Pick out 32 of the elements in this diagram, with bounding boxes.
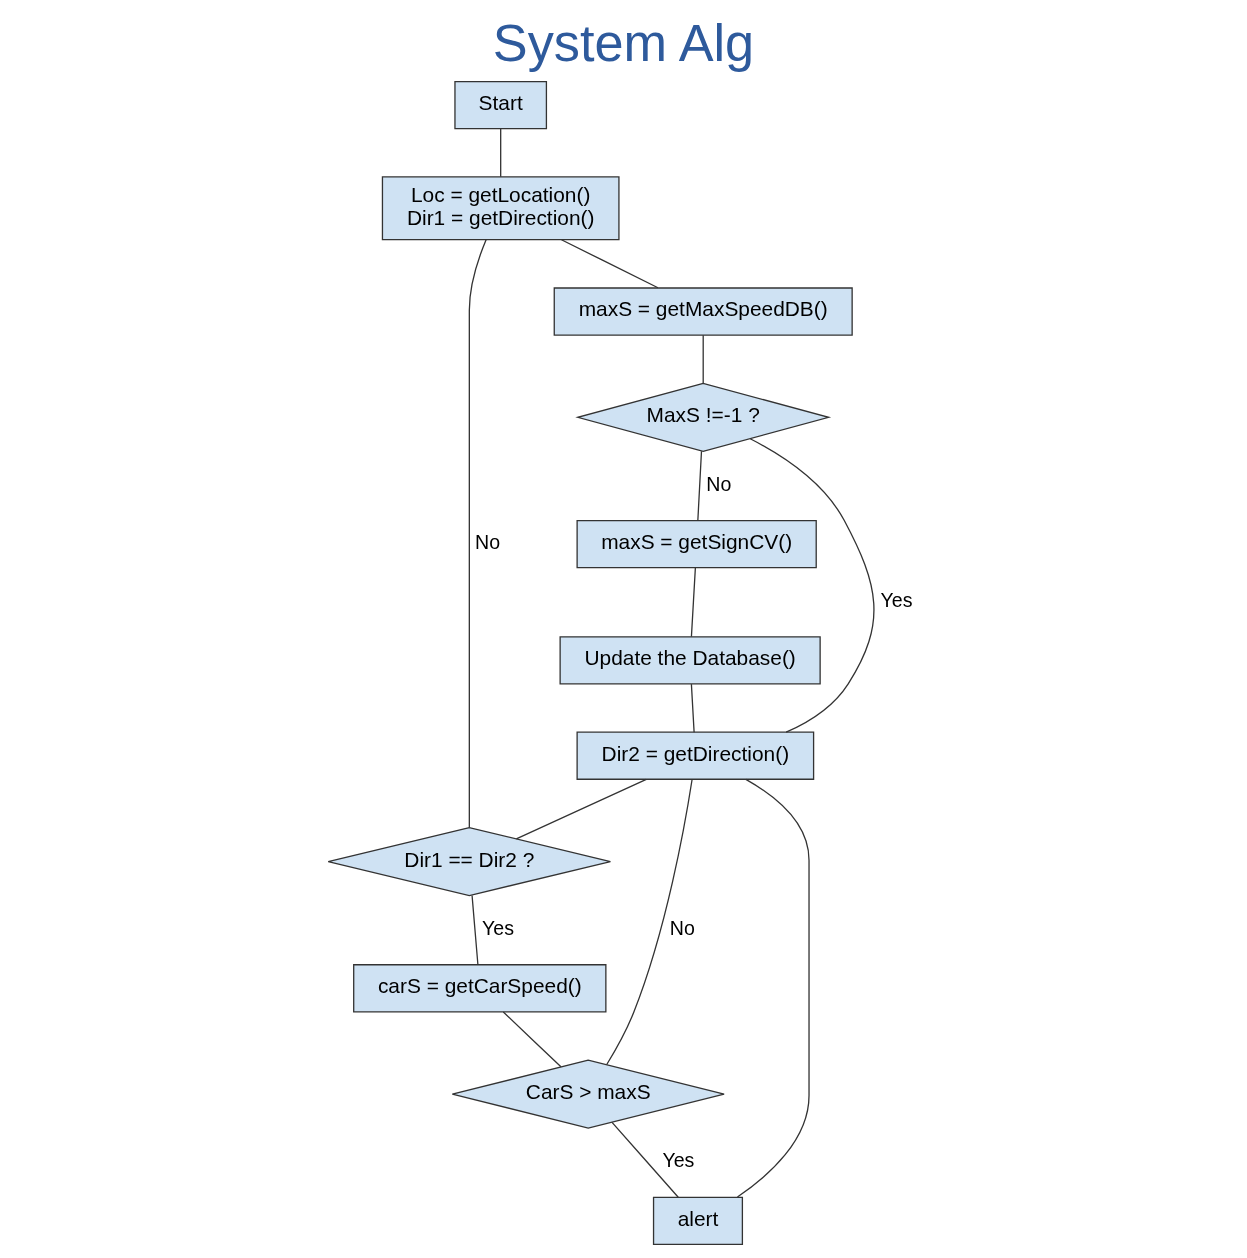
connector [690, 683, 695, 733]
connector [606, 778, 693, 1066]
node-diamond: Dir1 == Dir2 ? [327, 826, 612, 897]
connector [697, 450, 703, 522]
connector [502, 1011, 562, 1068]
connector [468, 239, 487, 828]
node-box: maxS = getSignCV() [576, 519, 817, 569]
diagram-title: System Alg [492, 13, 755, 72]
node-box: Dir2 = getDirection() [576, 731, 815, 780]
node-box: maxS = getMaxSpeedDB() [553, 287, 853, 336]
connector [611, 1121, 679, 1198]
edge-label: Yes [880, 588, 913, 611]
connector [736, 778, 810, 1198]
node-box: Update the Database() [559, 636, 821, 685]
node-box: carS = getCarSpeed() [353, 964, 607, 1013]
edge-label: No [706, 472, 732, 495]
node-diamond: MaxS !=-1 ? [575, 382, 832, 452]
node-box: alert [652, 1196, 744, 1246]
node-box: Start [454, 80, 548, 130]
connector [500, 128, 502, 178]
connector [702, 334, 704, 384]
edge-label: No [669, 916, 695, 939]
edge-label: No [475, 530, 501, 553]
edge-label: Yes [662, 1149, 695, 1172]
connector [749, 438, 875, 733]
edge-label: Yes [482, 916, 515, 939]
node-diamond: CarS > maxS [451, 1059, 725, 1129]
connector [471, 894, 479, 966]
connector [690, 567, 697, 638]
connector [560, 239, 659, 289]
connector [515, 778, 647, 840]
node-box: Loc = getLocation() Dir1 = getDirection() [381, 176, 620, 241]
